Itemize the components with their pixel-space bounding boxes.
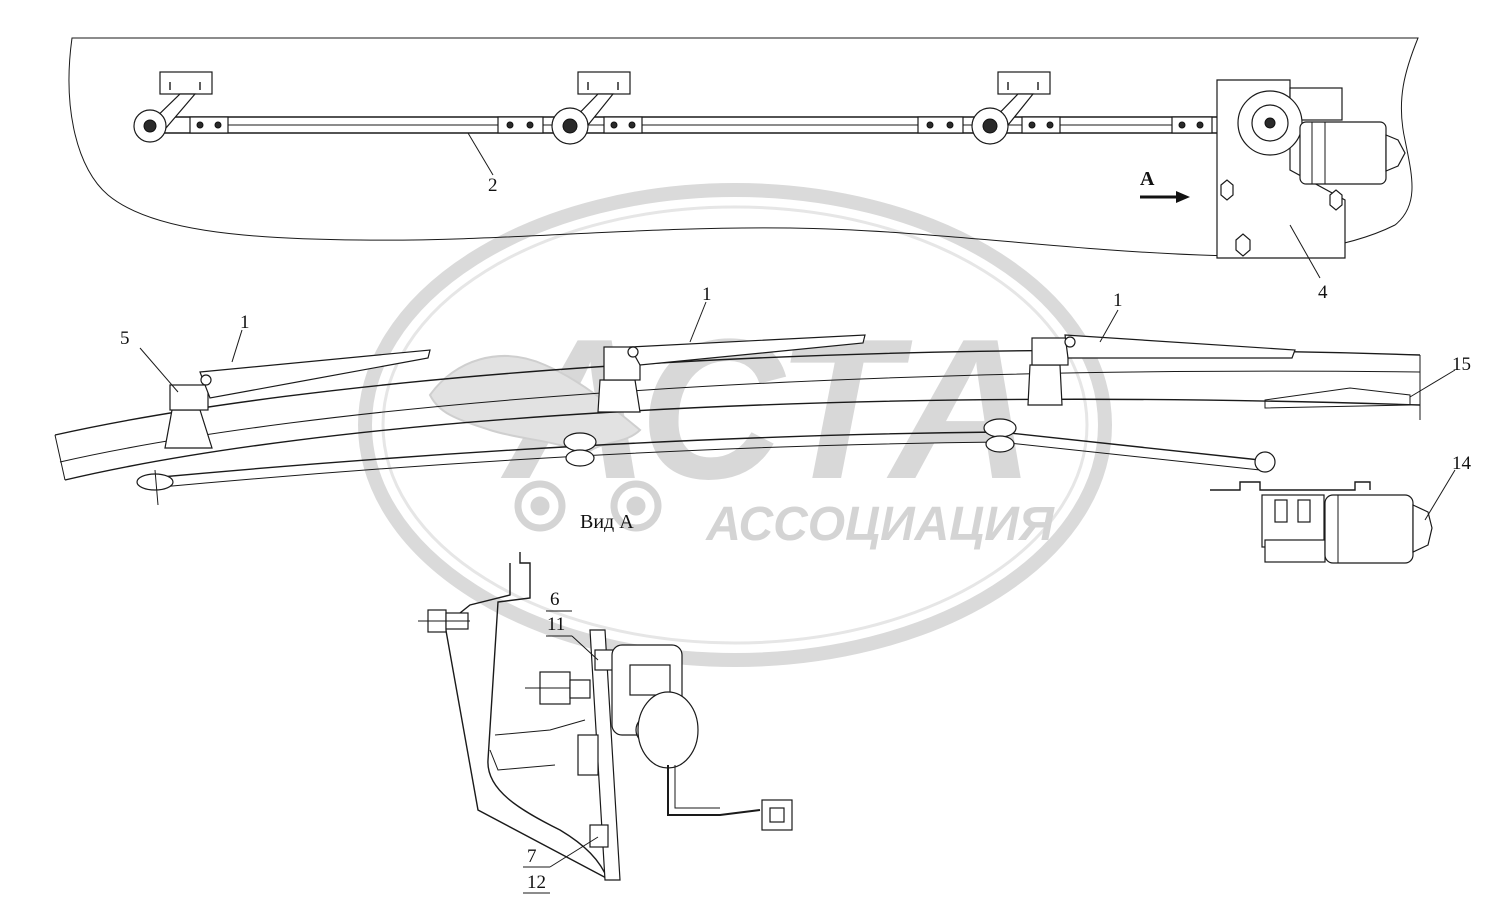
callout-1-left: 1	[240, 312, 250, 333]
callout-7: 7	[527, 846, 537, 867]
wiper-arm-middle	[563, 334, 866, 467]
pivot-bracket-left	[133, 71, 229, 143]
callout-12: 12	[527, 872, 546, 893]
view-arrow: А	[1140, 168, 1190, 203]
watermark-gear-icon-right	[610, 480, 662, 532]
callout-15: 15	[1452, 354, 1471, 375]
view-label: Вид А	[580, 511, 634, 533]
side-view: 5 1 1 1 15 14	[54, 284, 1472, 564]
callout-4: 4	[1318, 282, 1328, 303]
top-view: А 2 4	[68, 37, 1419, 303]
callout-2: 2	[488, 175, 498, 196]
watermark-subtitle: АССОЦИАЦИЯ	[705, 498, 1055, 551]
callout-14: 14	[1452, 453, 1472, 474]
callout-1-right: 1	[1113, 290, 1123, 311]
pivot-bracket-middle	[497, 71, 643, 145]
detail-view-a: Вид А 6 11 7	[418, 511, 793, 894]
pivot-bracket-right	[917, 71, 1061, 145]
watermark-gear-icon-left	[514, 480, 566, 532]
callout-11: 11	[547, 614, 565, 635]
watermark: АСТА АССОЦИАЦИЯ	[358, 183, 1112, 667]
motor-cable	[667, 765, 761, 816]
callout-6: 6	[550, 589, 560, 610]
wiper-motor-top	[1171, 79, 1406, 259]
linkage-rod	[150, 116, 1230, 134]
wiper-arm-left	[136, 349, 431, 506]
callout-5: 5	[120, 328, 130, 349]
callout-1-middle: 1	[702, 284, 712, 305]
wiper-motor-side	[1210, 451, 1433, 564]
wiper-arm-right	[983, 334, 1296, 453]
mount-bracket	[487, 552, 609, 881]
watermark-bull-icon	[428, 355, 642, 457]
panel-outline	[68, 37, 1419, 257]
view-arrow-label: А	[1140, 168, 1155, 190]
